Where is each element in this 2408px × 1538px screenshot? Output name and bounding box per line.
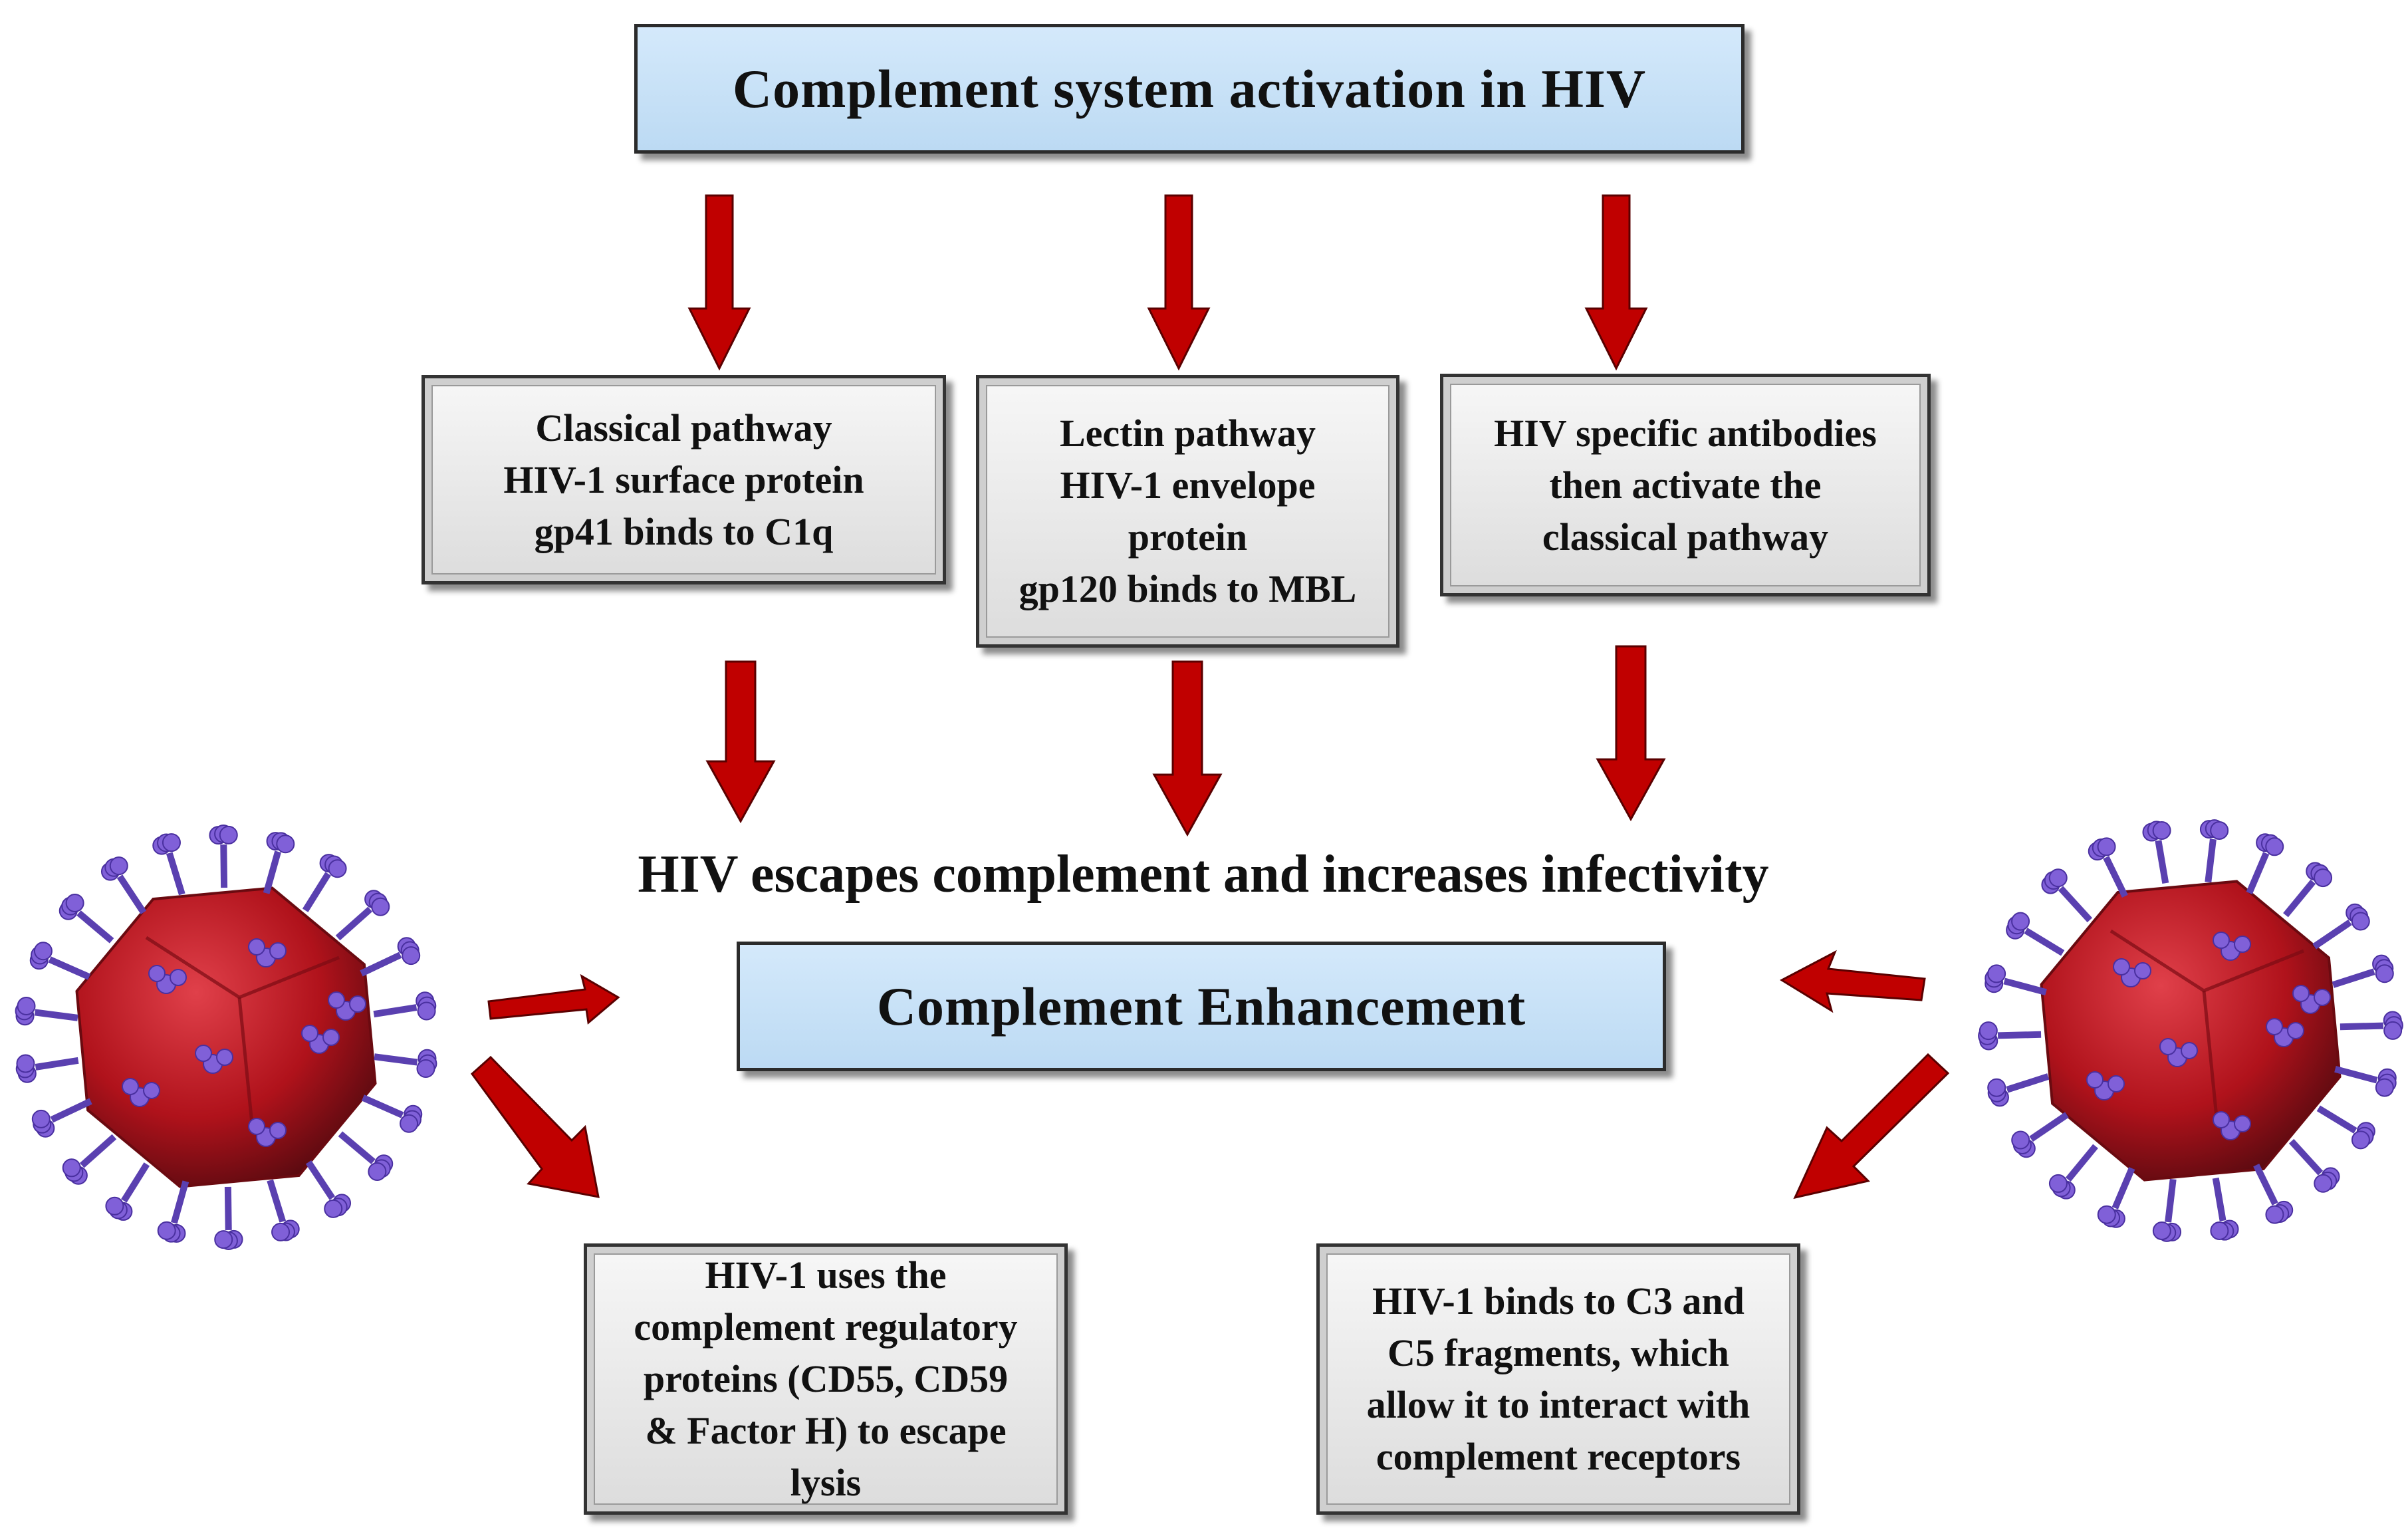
c3-c5-fragments-text: HIV-1 binds to C3 and C5 fragments, whic… [1366,1279,1750,1478]
arrow-left-virus-to-enhancement [487,973,620,1025]
lectin-pathway-box: Lectin pathway HIV-1 envelope protein gp… [976,375,1399,648]
hiv-virion-icon [15,825,437,1250]
regulatory-proteins-box: HIV-1 uses the complement regulatory pro… [584,1243,1068,1515]
title-box: Complement system activation in HIV [634,24,1745,154]
arrow-down-6 [1596,645,1666,822]
lectin-pathway-text: Lectin pathway HIV-1 envelope protein gp… [1019,412,1357,610]
arrow-right-virus-to-bottom [1793,1053,1950,1200]
hiv-virion-icon [1978,819,2403,1242]
classical-pathway-box: Classical pathway HIV-1 surface protein … [421,375,946,584]
arrow-right-virus-to-enhancement [1779,950,1926,1013]
arrow-down-2 [1147,194,1211,371]
antibody-pathway-box: HIV specific antibodies then activate th… [1440,374,1931,596]
escape-statement: HIV escapes complement and increases inf… [505,844,1901,918]
regulatory-proteins-text: HIV-1 uses the complement regulatory pro… [634,1253,1018,1504]
arrow-down-4 [705,660,776,824]
escape-statement-text: HIV escapes complement and increases inf… [638,845,1769,904]
c3-c5-fragments-box: HIV-1 binds to C3 and C5 fragments, whic… [1316,1243,1800,1515]
arrow-down-1 [687,194,751,371]
classical-pathway-text: Classical pathway HIV-1 surface protein … [503,406,864,553]
arrow-down-3 [1584,194,1648,371]
antibody-pathway-text: HIV specific antibodies then activate th… [1494,411,1877,559]
enhancement-box: Complement Enhancement [737,942,1666,1071]
enhancement-text: Complement Enhancement [876,975,1526,1037]
arrow-down-5 [1152,660,1223,837]
arrow-left-virus-to-bottom [470,1055,600,1198]
title-text: Complement system activation in HIV [732,58,1647,119]
